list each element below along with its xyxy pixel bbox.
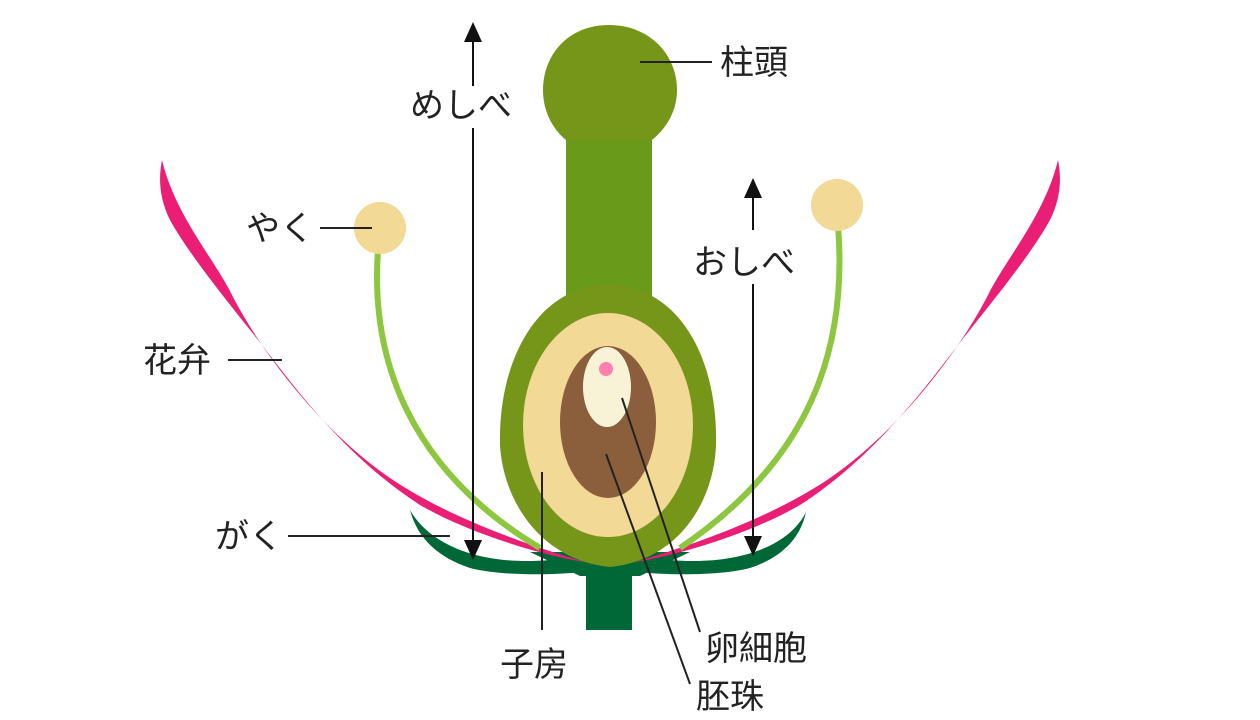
label-anther: やく bbox=[246, 209, 314, 249]
label-petal: 花弁 bbox=[143, 341, 211, 381]
egg-cell bbox=[583, 347, 631, 427]
stem bbox=[586, 560, 632, 630]
egg-nucleus bbox=[599, 362, 613, 376]
label-ovule: 胚珠 bbox=[696, 677, 764, 717]
style bbox=[566, 110, 652, 310]
pistil-double-arrow-icon bbox=[464, 22, 482, 560]
label-egg-cell: 卵細胞 bbox=[705, 629, 807, 669]
anther-left bbox=[354, 202, 406, 254]
anther-right bbox=[811, 179, 863, 231]
leader-ovule bbox=[605, 453, 691, 685]
label-sepal: がく bbox=[215, 517, 283, 557]
label-ovary: 子房 bbox=[500, 645, 568, 685]
leader-egg-cell bbox=[621, 397, 701, 633]
filament-right bbox=[678, 224, 843, 551]
stamen-double-arrow-icon bbox=[744, 178, 762, 556]
filament-left bbox=[374, 249, 542, 551]
label-pistil: めしべ bbox=[410, 86, 512, 126]
sepal-left bbox=[410, 510, 598, 575]
sepal-right bbox=[622, 512, 806, 575]
label-stamen: おしべ bbox=[693, 243, 795, 283]
label-stigma: 柱頭 bbox=[720, 43, 788, 83]
stigma bbox=[543, 25, 677, 140]
